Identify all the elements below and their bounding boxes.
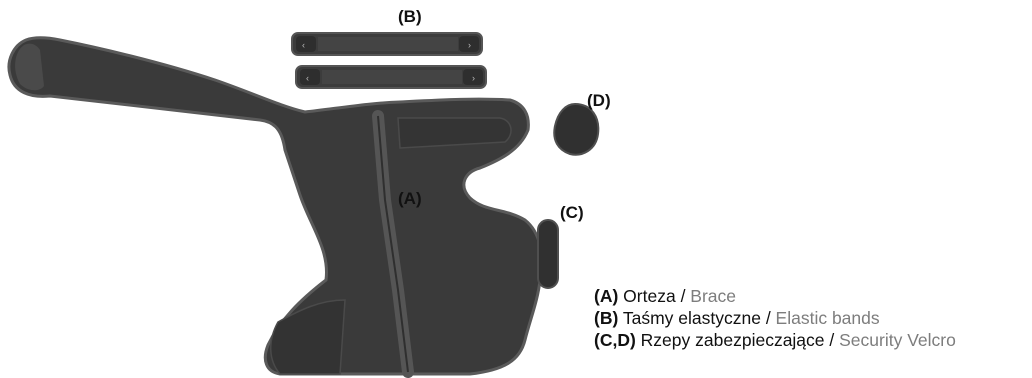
- legend-sep: /: [761, 308, 776, 328]
- elastic-band-top: ‹ ›: [292, 33, 482, 55]
- svg-text:‹: ‹: [302, 40, 305, 50]
- velcro-d: [554, 104, 598, 155]
- label-c: (C): [560, 203, 584, 223]
- legend-en: Elastic bands: [776, 308, 880, 328]
- legend-en: Brace: [690, 286, 736, 306]
- legend-sep: /: [825, 330, 840, 350]
- label-a: (A): [398, 189, 422, 209]
- legend-pl: Orteza: [623, 286, 676, 306]
- legend-sep: /: [676, 286, 691, 306]
- legend-key: (A): [594, 286, 618, 306]
- velcro-c: [538, 220, 558, 288]
- legend: (A) Orteza / Brace (B) Taśmy elastyczne …: [594, 285, 956, 351]
- label-b: (B): [398, 7, 422, 27]
- legend-pl: Rzepy zabezpieczające: [641, 330, 825, 350]
- svg-text:‹: ‹: [306, 73, 309, 83]
- brace-lower-panel: [271, 300, 345, 374]
- legend-key: (B): [594, 308, 618, 328]
- svg-text:›: ›: [472, 73, 475, 83]
- legend-pl: Taśmy elastyczne: [623, 308, 761, 328]
- legend-key: (C,D): [594, 330, 636, 350]
- legend-row-cd: (C,D) Rzepy zabezpieczające / Security V…: [594, 329, 956, 351]
- label-d: (D): [587, 91, 611, 111]
- svg-text:›: ›: [468, 40, 471, 50]
- legend-row-a: (A) Orteza / Brace: [594, 285, 956, 307]
- legend-row-b: (B) Taśmy elastyczne / Elastic bands: [594, 307, 956, 329]
- elastic-band-bottom: ‹ ›: [296, 66, 486, 88]
- legend-en: Security Velcro: [839, 330, 956, 350]
